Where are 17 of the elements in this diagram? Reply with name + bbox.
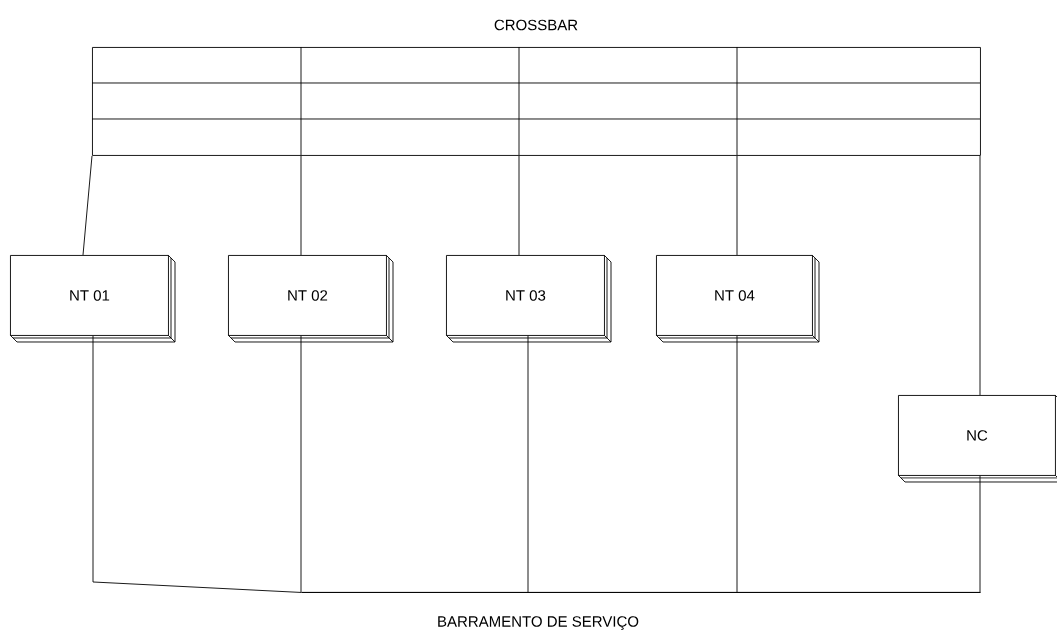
connector-line bbox=[736, 335, 738, 593]
connector-line bbox=[979, 475, 981, 593]
connector-line bbox=[92, 335, 302, 593]
bus-label: BARRAMENTO DE SERVIÇO bbox=[438, 616, 639, 630]
connector-line bbox=[736, 155, 738, 256]
connector-line bbox=[300, 335, 302, 593]
connector-line bbox=[527, 335, 529, 593]
box: NT 01 bbox=[9, 254, 176, 343]
connector-line bbox=[300, 155, 302, 256]
box: NT 04 bbox=[655, 254, 820, 343]
box: NT 02 bbox=[227, 254, 394, 343]
box: NC bbox=[897, 394, 1057, 483]
connector-line bbox=[518, 155, 520, 256]
connector-line bbox=[82, 155, 93, 256]
heading: CROSSBAR bbox=[494, 19, 578, 31]
box: NT 03 bbox=[445, 254, 612, 343]
connector-line bbox=[979, 155, 981, 396]
